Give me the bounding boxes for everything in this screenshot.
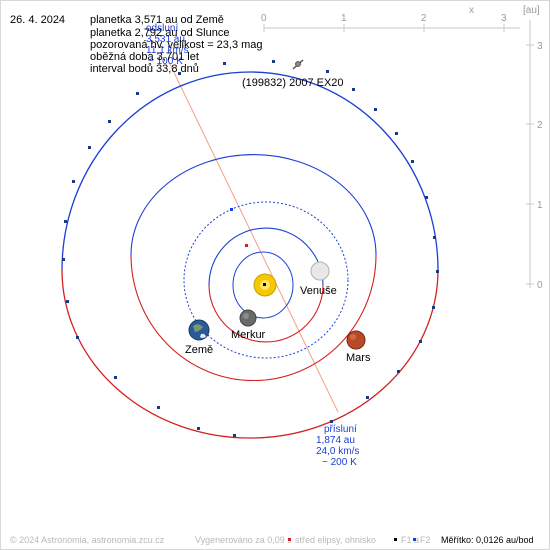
y-tick-label: 1: [537, 200, 543, 211]
info-line: oběžná doba 3,701 let: [90, 51, 199, 63]
planet-earth: Země: [185, 319, 213, 356]
perihelion-speed: 24,0 km/s: [316, 446, 359, 457]
mars-orbit-upper: [130, 154, 377, 256]
x-axis-label: x: [469, 5, 474, 16]
copyright-text: © 2024 Astronomia, astronomia.zcu.cz: [10, 535, 165, 545]
legend-center-text: střed elipsy, ohnisko: [295, 535, 376, 545]
aphelion-title: odsluní: [146, 23, 178, 34]
perihelion-temperature: ~ 200 K: [322, 457, 357, 468]
mercury-label: Merkur: [231, 329, 266, 341]
legend-f2-text: F2: [420, 535, 431, 545]
asteroid-orbit-upper: [61, 71, 439, 271]
planet-mercury: Merkur: [231, 309, 266, 341]
unit-label: [au]: [523, 5, 540, 16]
y-tick-label: 2: [537, 120, 543, 131]
x-tick-label: 1: [341, 13, 347, 24]
info-line: planetka 3,571 au od Země: [90, 14, 224, 26]
mercury-orbit: [232, 251, 294, 319]
venus-orbit-lower: [208, 284, 324, 343]
planet-venus: Venuše: [300, 261, 337, 297]
info-line: interval bodů 33,8 dnů: [90, 63, 199, 75]
perihelion-labels: přísluní 1,874 au 24,0 km/s ~ 200 K: [316, 424, 359, 468]
scale-text: Měřítko: 0,0126 au/bod: [441, 535, 534, 545]
y-tick-label: 0: [537, 280, 543, 291]
planet-mars: Mars: [346, 330, 371, 364]
x-tick-label: 3: [501, 13, 507, 24]
aphelion-labels: odsluní 3,531 au 11,1 km/s ~ 100 K: [146, 23, 189, 67]
aphelion-temperature: ~ 100 K: [148, 56, 183, 67]
x-tick-label: 0: [261, 13, 267, 24]
date-label: 26. 4. 2024: [10, 14, 65, 26]
info-line: planetka 2,792 au od Slunce: [90, 27, 229, 39]
legend-center-marker: [288, 538, 291, 541]
ellipse-center-marker: [245, 244, 248, 247]
legend-f1-text: F1 a: [401, 535, 419, 545]
venus-label: Venuše: [300, 285, 337, 297]
y-tick-label: 3: [537, 41, 543, 52]
legend-f1-marker: [394, 538, 397, 541]
aphelion-speed: 11,1 km/s: [146, 45, 189, 56]
x-tick-label: 2: [421, 13, 427, 24]
generated-time: Vygenerováno za 0,09 s: [195, 535, 292, 545]
y-axis: 3 2 1 0: [526, 20, 543, 291]
earth-orbit: [183, 201, 349, 359]
orbit-point-markers: [62, 60, 439, 437]
perihelion-distance: 1,874 au: [316, 435, 355, 446]
asteroid-orbit-lower: [61, 269, 439, 439]
mars-label: Mars: [346, 352, 371, 364]
info-line: pozorovaná hv. velikost = 23,3 mag: [90, 39, 263, 51]
footer: © 2024 Astronomia, astronomia.zcu.cz Vyg…: [10, 535, 534, 545]
asteroid: (199832) 2007 EX20: [242, 59, 344, 89]
x-axis: 0 1 2 3 x [au]: [261, 5, 540, 32]
asteroid-name: (199832) 2007 EX20: [242, 77, 344, 89]
sun: [253, 273, 277, 297]
focus-f2-marker: [230, 208, 233, 211]
mars-orbit-lower: [130, 254, 377, 381]
legend-f2-marker: [413, 538, 416, 541]
venus-orbit-upper: [208, 227, 324, 286]
perihelion-title: přísluní: [324, 424, 357, 435]
apsis-line: [167, 59, 339, 413]
aphelion-distance: 3,531 au: [146, 34, 185, 45]
info-panel: planetka 3,571 au od Země planetka 2,792…: [90, 14, 263, 75]
earth-label: Země: [185, 344, 213, 356]
